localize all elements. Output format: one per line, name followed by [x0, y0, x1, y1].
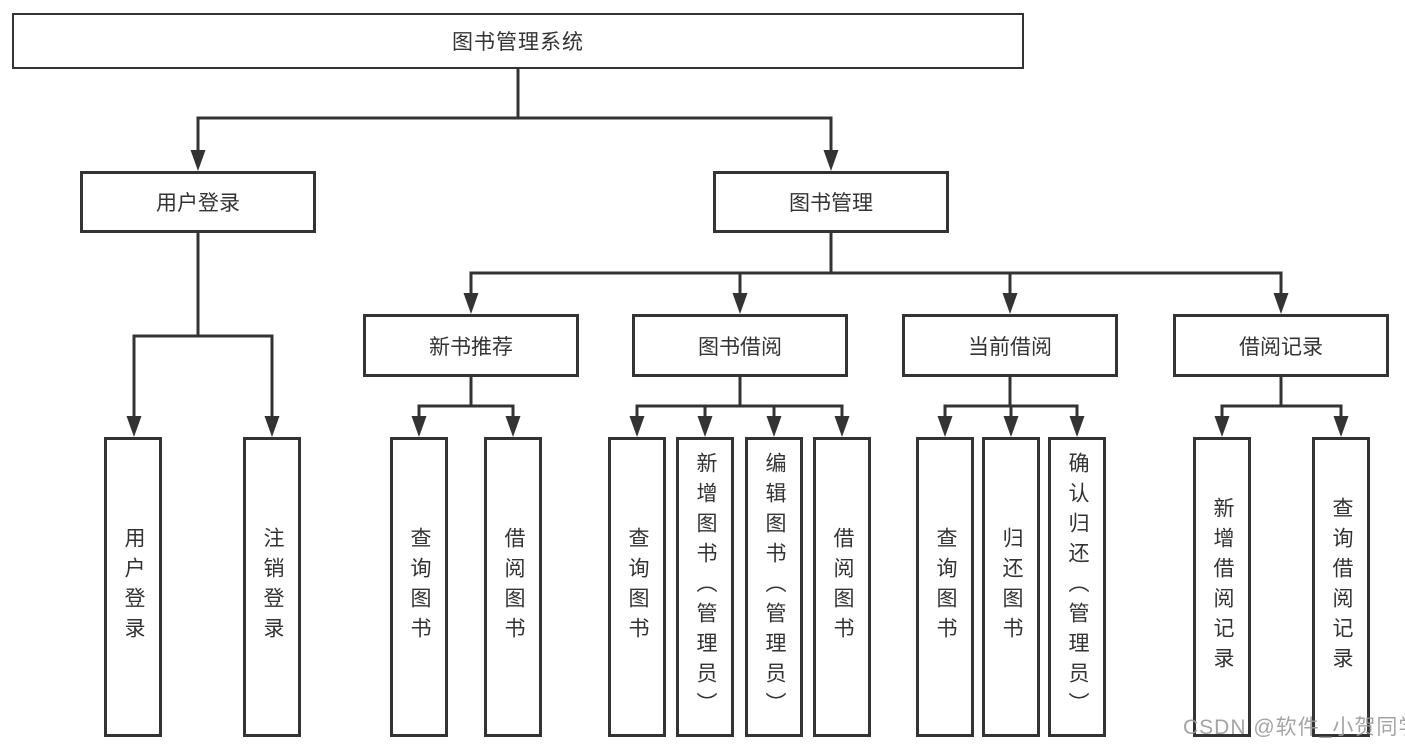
csdn-watermark: CSDN @软件_小贺同学 [1183, 716, 1405, 739]
leaf-borrow-borrow-books: 借阅图书 [813, 437, 871, 737]
leaf-edit-book-admin: 编辑图书（管理员） [745, 437, 803, 737]
node-user-login: 用户登录 [80, 171, 316, 233]
leaf-logout: 注销登录 [243, 437, 301, 737]
leaf-current-query-books: 查询图书 [916, 437, 974, 737]
leaf-recommend-query-books: 查询图书 [390, 437, 448, 737]
node-library-management-system: 图书管理系统 [12, 13, 1024, 69]
leaf-user-login: 用户登录 [104, 437, 162, 737]
leaf-query-borrow-record: 查询借阅记录 [1312, 437, 1370, 737]
leaf-add-borrow-record: 新增借阅记录 [1193, 437, 1251, 737]
node-borrow-records: 借阅记录 [1173, 314, 1389, 377]
node-new-book-recommend: 新书推荐 [363, 314, 579, 377]
node-current-borrow: 当前借阅 [902, 314, 1118, 377]
node-book-management: 图书管理 [713, 171, 949, 233]
leaf-borrow-query-books: 查询图书 [608, 437, 666, 737]
node-book-borrow: 图书借阅 [632, 314, 848, 377]
leaf-return-books: 归还图书 [982, 437, 1040, 737]
leaf-confirm-return-admin: 确认归还（管理员） [1048, 437, 1106, 737]
leaf-add-book-admin: 新增图书（管理员） [676, 437, 734, 737]
leaf-recommend-borrow-books: 借阅图书 [484, 437, 542, 737]
